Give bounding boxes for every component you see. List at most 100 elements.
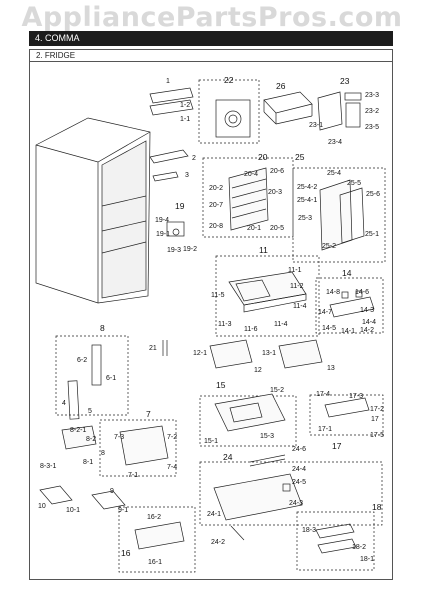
group-24-box [199,461,383,526]
label-1-1: 1-1 [180,116,190,123]
label-25-4-2: 25-4-2 [297,184,317,191]
label-14-2: 14-2 [360,327,374,334]
label-17-3: 17-3 [349,393,363,400]
label-11-5: 11-5 [211,292,225,299]
label-10: 10 [38,503,46,510]
label-8-1: 8-1 [83,459,93,466]
label-23-4: 23-4 [328,139,342,146]
label-20-7: 20-7 [209,202,223,209]
label-7: 7 [146,409,151,419]
group-7-box [99,419,177,477]
label-7-2: 7-2 [167,434,177,441]
label-14-3: 14-3 [360,307,374,314]
label-8: 8 [100,323,105,333]
label-25: 25 [295,152,305,162]
label-11-6: 11-6 [244,326,258,333]
group-14-box [315,277,384,334]
label-7-1: 7-1 [128,472,138,479]
label-24-3: 24-3 [289,500,303,507]
label-10-1: 10-1 [66,507,80,514]
label-20-4: 20-4 [244,171,258,178]
label-25-6: 25-6 [366,191,380,198]
label-19: 19 [175,201,185,211]
label-18-3: 18-3 [302,527,316,534]
label-16-1: 16-1 [148,559,162,566]
label-25-3: 25-3 [298,215,312,222]
label-23-2: 23-2 [365,108,379,115]
label-22: 22 [224,75,234,85]
label-23-5: 23-5 [365,124,379,131]
label-25-4-1: 25-4-1 [297,197,317,204]
fridge-cabinet-drawing [35,117,151,304]
label-5: 5 [88,408,92,415]
group-11-box [215,255,320,337]
label-17-1: 17-1 [318,426,332,433]
label-8a: 8 [101,450,105,457]
label-24-4: 24-4 [292,466,306,473]
label-24: 24 [223,452,233,462]
label-17-group: 17 [332,441,342,451]
label-15-1: 15-1 [204,438,218,445]
label-17-2: 17-2 [370,406,384,413]
label-11-1: 11-1 [288,267,302,274]
label-23-3: 23-3 [365,92,379,99]
label-16-2: 16-2 [147,514,161,521]
label-20: 20 [258,152,268,162]
label-14-1: 14-1 [341,328,355,335]
label-18: 18 [372,502,382,512]
label-14-6: 14-6 [355,289,369,296]
label-20-5: 20-5 [270,225,284,232]
label-24-6: 24-6 [292,446,306,453]
label-17: 17 [371,416,379,423]
label-26: 26 [276,81,286,91]
label-12-1: 12-1 [193,350,207,357]
label-11-4a: 11-4 [293,303,307,310]
label-16: 16 [121,548,131,558]
label-14-5: 14-5 [322,325,336,332]
group-25-box [292,167,386,263]
label-19-1: 19-1 [156,231,170,238]
label-6-2: 6-2 [77,357,87,364]
group-15-box [199,395,297,447]
label-20-6: 20-6 [270,168,284,175]
label-17-5: 17-5 [370,432,384,439]
label-20-3: 20-3 [268,189,282,196]
label-13: 13 [327,365,335,372]
group-8-box [55,335,129,416]
label-1-2: 1-2 [180,102,190,109]
label-11-4b: 11-4 [274,321,288,328]
group-17-box [309,394,384,436]
label-15-3: 15-3 [260,433,274,440]
label-18-1: 18-1 [360,556,374,563]
label-8-3-1: 8-3-1 [40,463,56,470]
label-20-1: 20-1 [247,225,261,232]
label-8-2-1: 8-2-1 [70,427,86,434]
label-3: 3 [185,172,189,179]
label-25-2: 25-2 [322,243,336,250]
label-11-3: 11-3 [218,321,232,328]
label-1: 1 [166,78,170,85]
label-12: 12 [254,367,262,374]
label-2: 2 [192,155,196,162]
section-title: 4. COMMA [35,33,80,43]
label-6-1: 6-1 [106,375,116,382]
group-16-box [118,506,196,573]
label-18-2: 18-2 [352,544,366,551]
label-8-2: 8-2 [86,436,96,443]
label-19-4: 19-4 [155,217,169,224]
label-15-2: 15-2 [270,387,284,394]
label-25-4: 25-4 [327,170,341,177]
group-18-box [296,511,375,571]
subsection-title: 2. FRIDGE [36,51,76,60]
label-25-5: 25-5 [347,180,361,187]
label-15: 15 [216,380,226,390]
group-20-box [202,157,294,238]
label-24-5: 24-5 [292,479,306,486]
label-25-1: 25-1 [365,231,379,238]
label-14-8: 14-8 [326,289,340,296]
label-24-1: 24-1 [207,511,221,518]
label-21: 21 [149,345,157,352]
group-22-box [198,79,260,144]
label-7-3: 7-3 [114,434,124,441]
